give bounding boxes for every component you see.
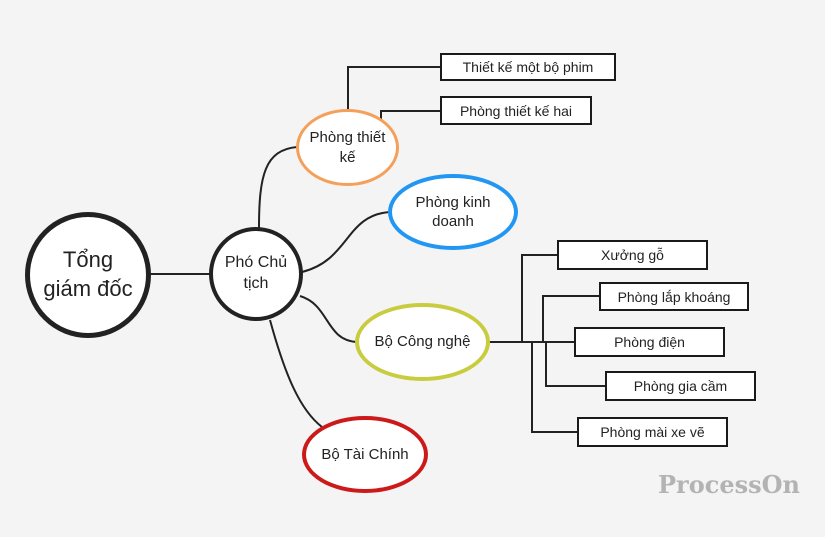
node-design-dept-label: Phòng thiết kế [309,129,386,166]
node-sales-dept-label: Phòng kinh doanh [415,193,491,231]
connector-vice-tech [299,295,358,343]
design-child-box[interactable]: Phòng thiết kế hai [440,96,592,125]
connector-vice-sales [301,211,391,273]
tech-child-label: Phòng điện [614,334,685,350]
connector-tech-child-2 [542,295,599,342]
design-child-box[interactable]: Thiết kế một bộ phim [440,53,616,81]
node-vice-chairman-label: Phó Chủ tịch [224,254,288,292]
tech-child-label: Xưởng gỗ [601,247,664,263]
connector-design-child-1 [347,66,440,110]
design-child-label: Phòng thiết kế hai [459,102,573,119]
tech-child-box[interactable]: Phòng mài xe vẽ [577,417,728,447]
node-vice-chairman[interactable]: Phó Chủ tịch [209,227,303,321]
node-tech-dept[interactable]: Bộ Công nghệ [355,303,490,381]
tech-child-box[interactable]: Phòng điện [574,327,725,357]
node-finance-dept-label: Bộ Tài Chính [321,445,409,463]
connector-tech-child-1 [521,254,557,342]
connector-vice-finance [269,319,323,428]
node-root[interactable]: Tổng giám đốc [25,212,151,338]
tech-child-label: Phòng lắp khoáng [617,288,731,305]
design-child-label: Thiết kế một bộ phim [462,59,594,75]
node-finance-dept[interactable]: Bộ Tài Chính [302,416,428,493]
tech-child-box[interactable]: Xưởng gỗ [557,240,708,270]
connector-tech-child-4 [545,342,605,387]
node-tech-dept-label: Bộ Công nghệ [374,333,471,351]
node-design-dept[interactable]: Phòng thiết kế [296,109,399,186]
connector-vice-design [258,146,298,229]
connector-tech-child-5 [531,342,577,433]
processon-watermark: ProcessOn [658,470,800,499]
node-sales-dept[interactable]: Phòng kinh doanh [388,174,518,250]
connector-design-child-2 [380,110,440,120]
tech-child-box[interactable]: Phòng lắp khoáng [599,282,749,311]
tech-child-label: Phòng mài xe vẽ [600,424,705,440]
tech-child-box[interactable]: Phòng gia cầm [605,371,756,401]
node-root-label: Tổng giám đốc [43,247,133,301]
tech-child-label: Phòng gia cầm [633,378,728,394]
